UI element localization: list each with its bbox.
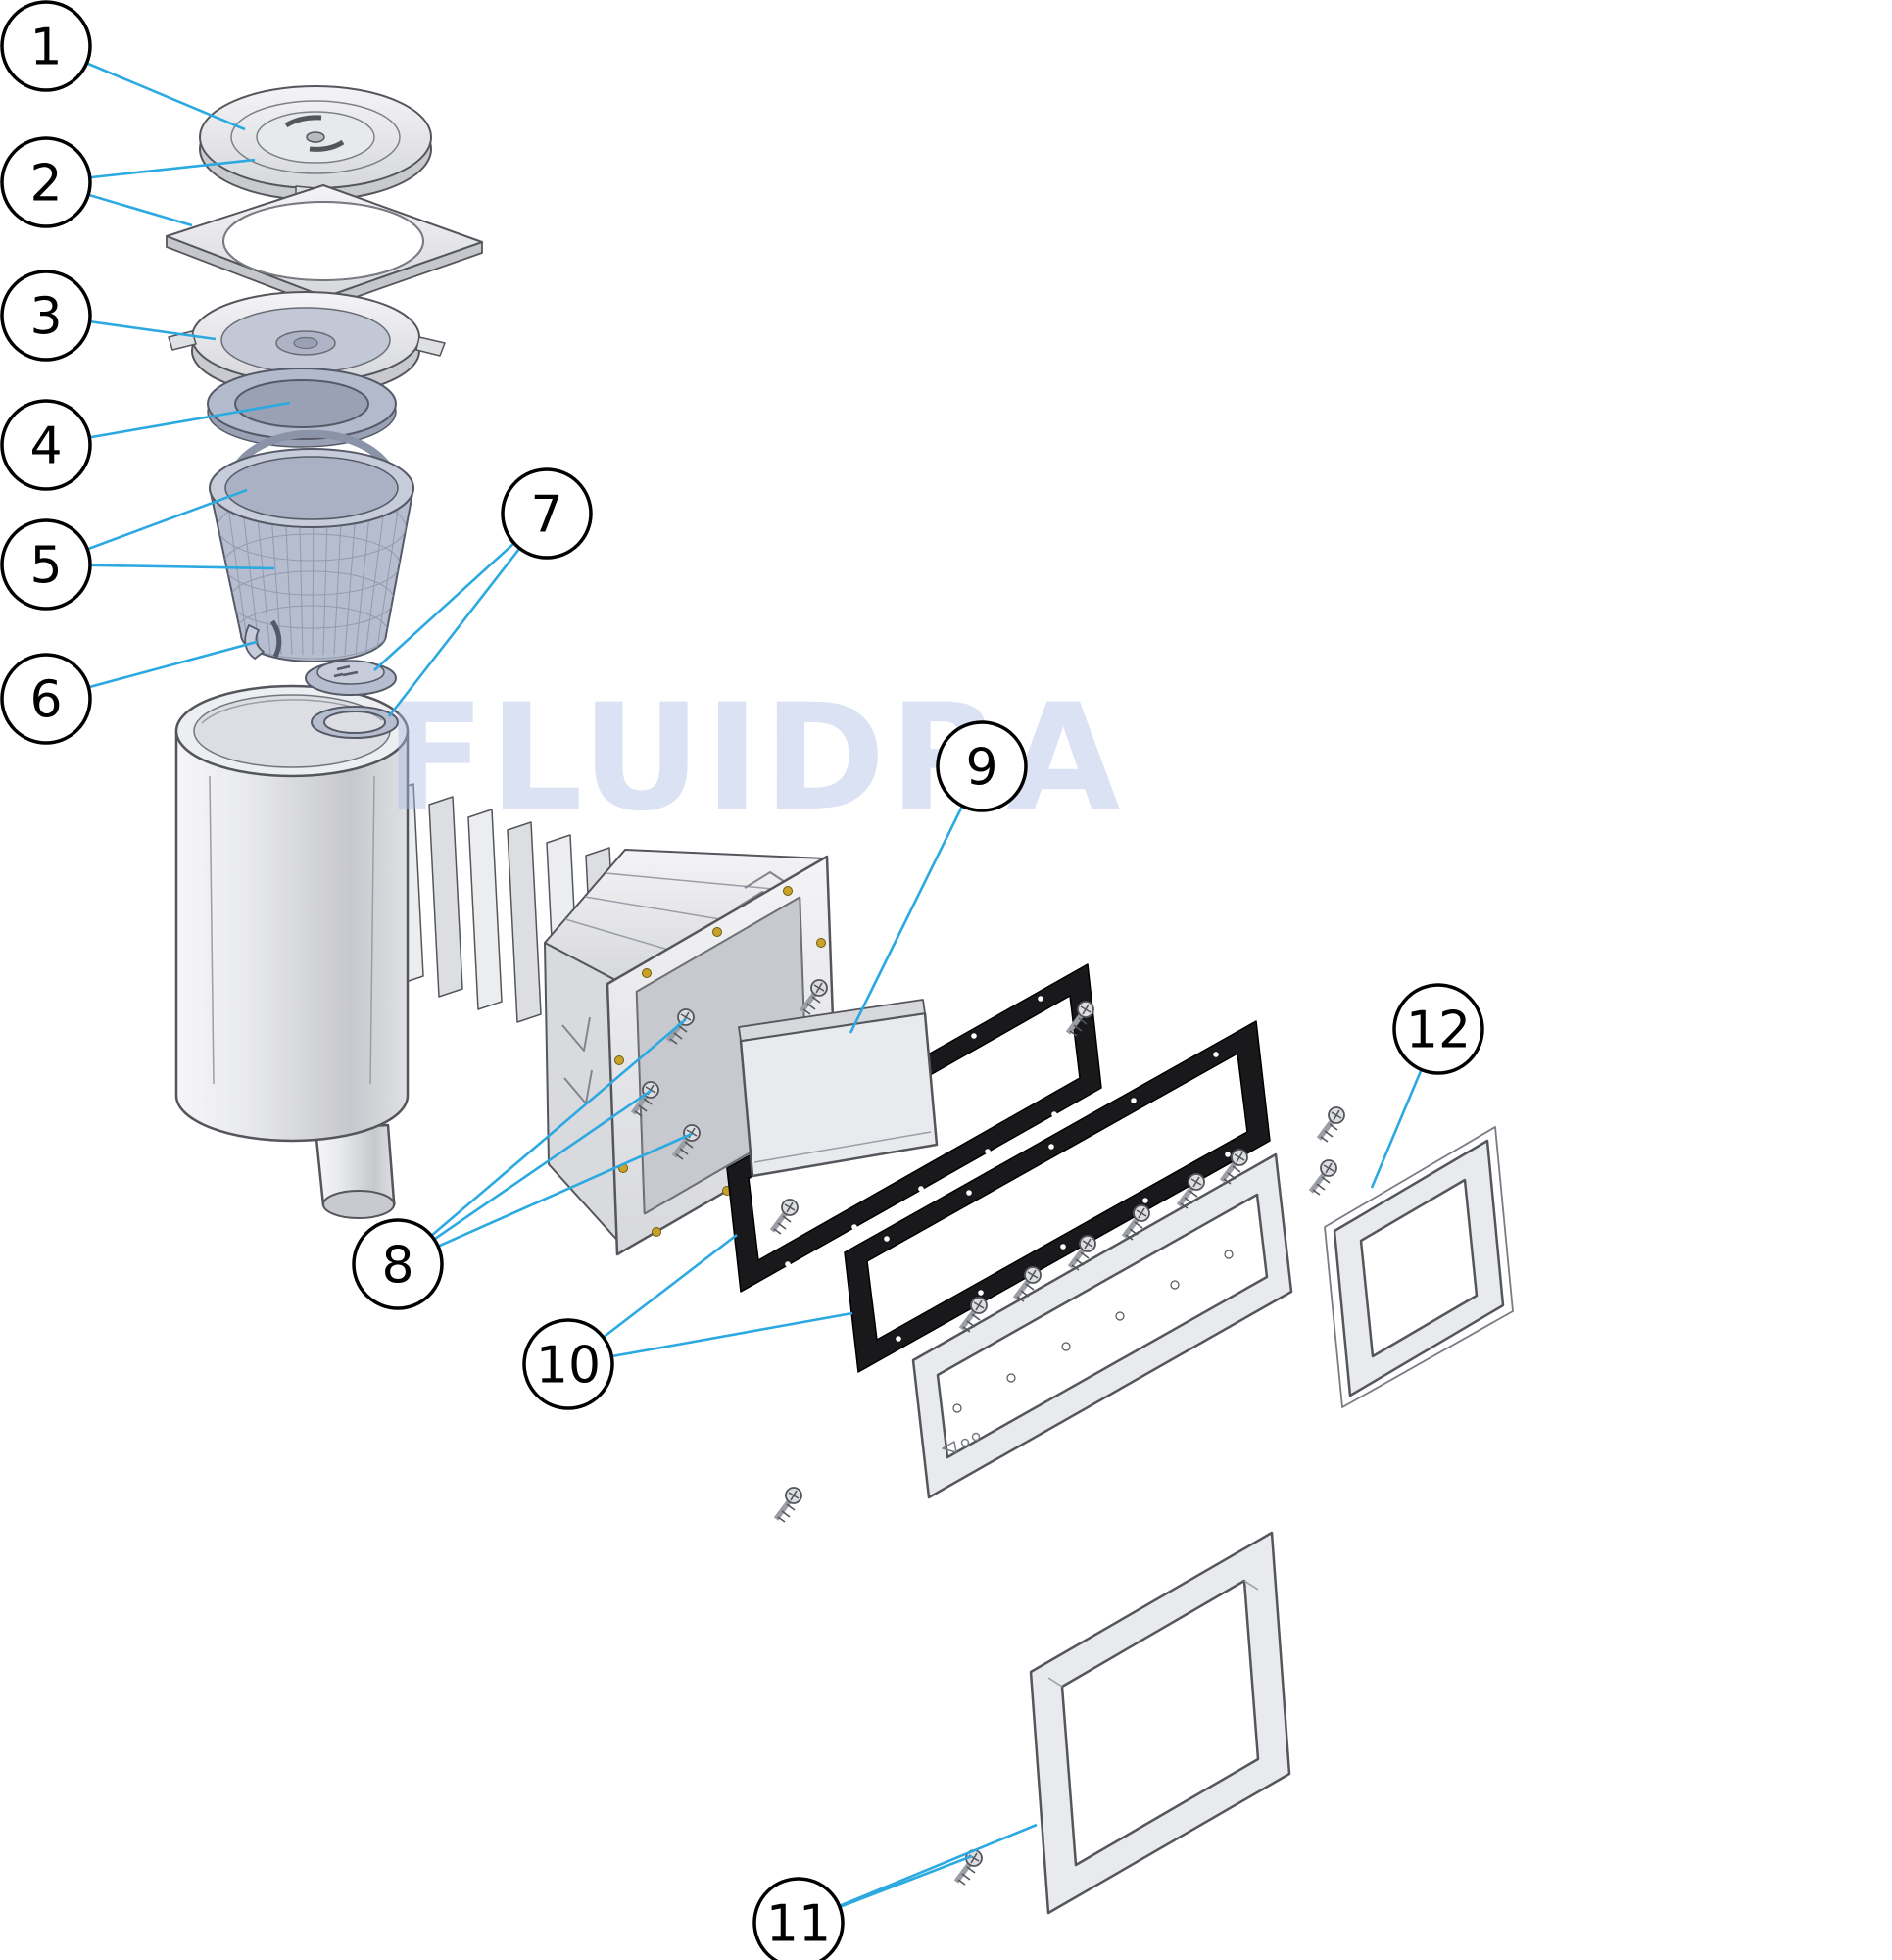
part-frame-plate — [911, 1150, 1293, 1499]
part-round-lid-cover — [199, 85, 432, 202]
leader-line-8 — [397, 1132, 693, 1266]
callout-number-2: 2 — [29, 155, 62, 214]
flange-screw-heads — [614, 886, 830, 1237]
part-vacuum-plate-plugs — [305, 660, 399, 739]
part-basket-clip — [244, 619, 282, 660]
callout-number-4: 4 — [29, 417, 62, 476]
callout-circle-10 — [522, 1318, 614, 1410]
part-weir-flap — [738, 999, 939, 1178]
callout-number-12: 12 — [1406, 1002, 1471, 1060]
callout-number-6: 6 — [29, 671, 62, 730]
callout-number-1: 1 — [29, 19, 62, 77]
part-round-gasket — [207, 368, 397, 448]
callout-circle-5 — [0, 518, 92, 611]
part-square-adapter-frame — [166, 184, 483, 309]
callout-circle-8 — [352, 1218, 444, 1310]
part-strainer-basket — [209, 429, 414, 662]
callout-circle-1 — [0, 0, 92, 92]
skimmer-throat-duct — [389, 783, 839, 1256]
part-flange-gasket-outer — [844, 1020, 1271, 1373]
part-collar-ring — [168, 291, 446, 397]
callout-number-8: 8 — [381, 1237, 413, 1296]
callout-circle-7 — [501, 467, 593, 560]
plate-logo-marks — [942, 1432, 981, 1453]
skimmer-tank-body — [174, 684, 410, 1219]
leader-line-10 — [567, 1311, 853, 1366]
tank-top-opening — [193, 694, 391, 768]
callout-circle-6 — [0, 653, 92, 745]
tank-cylinder — [174, 729, 410, 1143]
callout-number-3: 3 — [29, 288, 62, 347]
callout-circle-11 — [752, 1877, 845, 1960]
callout-circle-9 — [936, 720, 1028, 812]
callout-number-11: 11 — [766, 1895, 831, 1954]
part-extension-frame — [1029, 1531, 1291, 1915]
part-trim-frame — [1324, 1126, 1514, 1408]
leader-line-8 — [397, 1089, 652, 1266]
leader-lines — [45, 44, 1440, 1925]
callout-circle-3 — [0, 270, 92, 362]
leader-line-9 — [849, 765, 984, 1034]
callout-number-10: 10 — [536, 1337, 601, 1396]
callout-number-9: 9 — [965, 739, 997, 798]
leader-line-8 — [397, 1018, 687, 1265]
callout-number-7: 7 — [530, 486, 562, 545]
callout-circle-12 — [1392, 983, 1484, 1075]
callout-number-5: 5 — [29, 537, 62, 596]
callout-circle-2 — [0, 136, 92, 228]
callout-circle-4 — [0, 399, 92, 491]
